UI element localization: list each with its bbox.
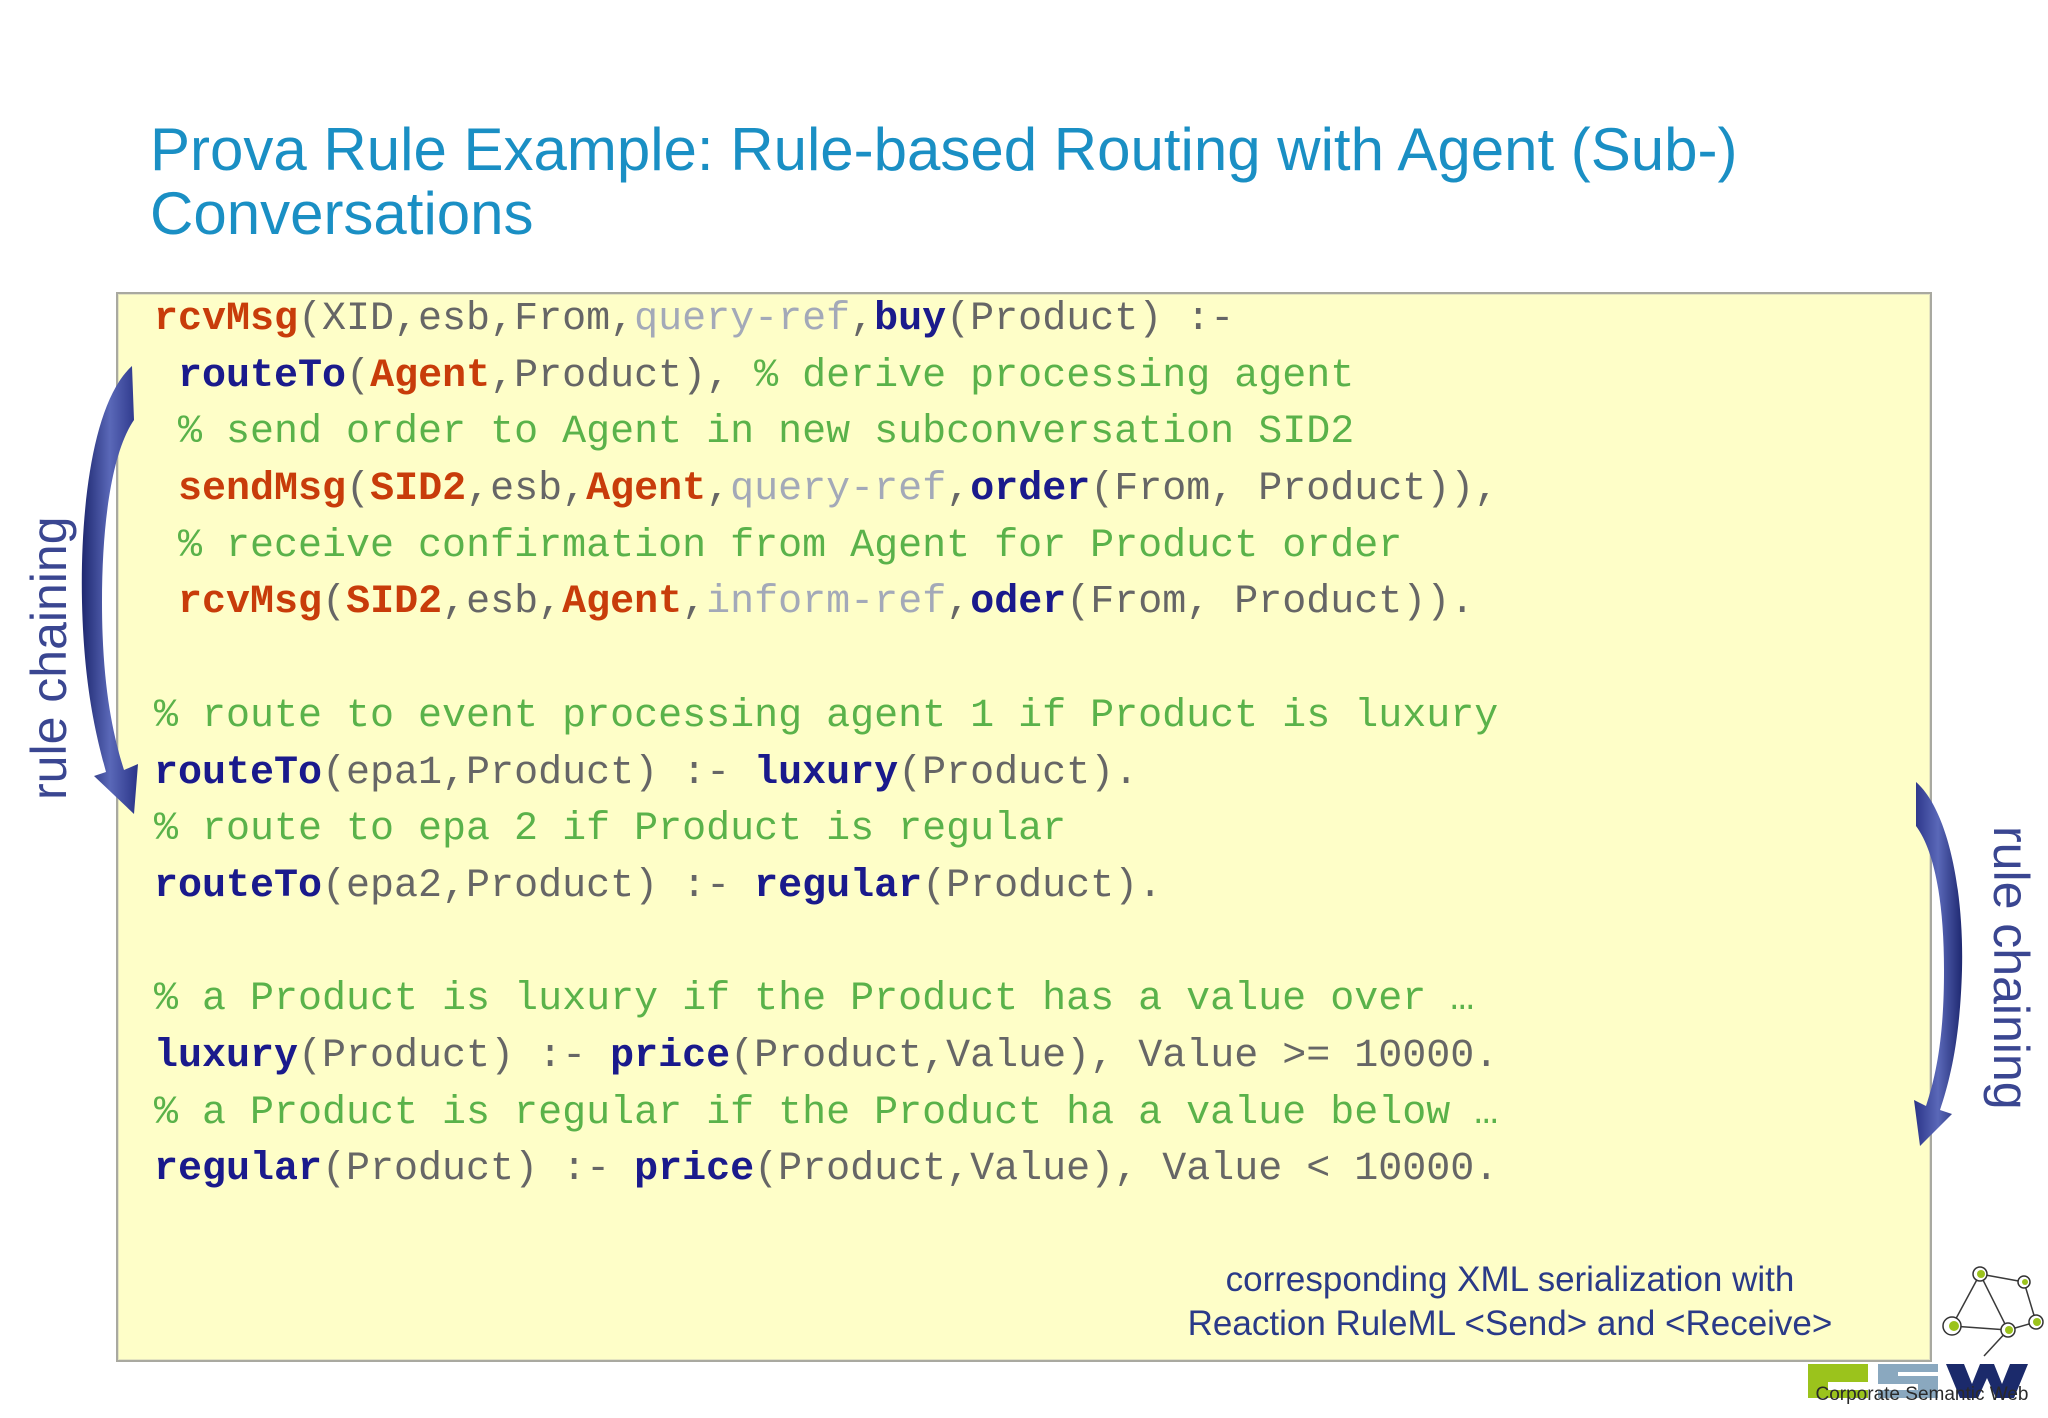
csw-logo-icon (1808, 1266, 2044, 1398)
code-token: (Product) :- (946, 297, 1235, 342)
code-line: % receive confirmation from Agent for Pr… (154, 519, 1914, 576)
code-token: (Product). (922, 863, 1163, 909)
code-token: (XID,esb,From, (298, 297, 635, 342)
code-token: ( (346, 353, 371, 399)
code-listing: rcvMsg(XID,esb,From,query-ref,buy(Produc… (154, 292, 1914, 1199)
code-line: routeTo(epa1,Product) :- luxury(Product)… (154, 746, 1914, 803)
code-token: (Product) :- (298, 1033, 611, 1079)
code-token: ,esb, (466, 467, 587, 513)
code-token: routeTo (154, 750, 323, 796)
code-line: sendMsg(SID2,esb,Agent,query-ref,order(F… (154, 462, 1914, 519)
code-token: SID2 (346, 580, 443, 626)
code-token: luxury (754, 750, 899, 796)
code-token: routeTo (154, 863, 323, 909)
code-token: price (634, 1147, 755, 1193)
code-token: sendMsg (178, 467, 347, 513)
code-token: (Product). (898, 750, 1139, 796)
code-token: (epa2,Product) :- (322, 863, 755, 909)
code-token: (Product) :- (322, 1147, 635, 1193)
code-token: regular (754, 863, 923, 909)
code-token: query-ref (730, 467, 947, 513)
code-token: % a Product is regular if the Product ha… (154, 1090, 1499, 1136)
slide-title: Prova Rule Example: Rule-based Routing w… (150, 116, 1738, 247)
code-indent (154, 354, 178, 399)
code-token: % a Product is luxury if the Product has… (154, 977, 1475, 1023)
code-indent (154, 467, 178, 512)
code-line: % a Product is luxury if the Product has… (154, 972, 1914, 1029)
code-token: ( (322, 580, 347, 626)
code-line (154, 916, 1914, 973)
footnote-line: Reaction RuleML <Send> and <Receive> (1187, 1304, 1833, 1343)
code-token: rcvMsg (178, 580, 323, 626)
code-token: Agent (586, 467, 707, 513)
code-token: luxury (154, 1033, 299, 1079)
code-token: (From, Product)), (1090, 467, 1499, 513)
code-token: regular (154, 1147, 323, 1193)
code-token: % route to epa 2 if Product is regular (154, 807, 1067, 853)
code-token: % derive processing agent (754, 353, 1355, 399)
code-token: , (706, 467, 731, 513)
code-token: % receive confirmation from Agent for Pr… (178, 523, 1403, 569)
code-token: order (970, 467, 1091, 513)
code-indent (154, 524, 178, 569)
code-token: , (946, 467, 971, 513)
footnote-line: corresponding XML serialization with (1225, 1260, 1795, 1299)
code-line: routeTo(epa2,Product) :- regular(Product… (154, 859, 1914, 916)
logo-caption: Corporate Semantic Web (1815, 1384, 2029, 1405)
code-line: luxury(Product) :- price(Product,Value),… (154, 1029, 1914, 1086)
code-indent (154, 410, 178, 455)
right-chain-label: rule chaining (1983, 826, 2039, 1110)
curved-arrow-down-icon (81, 366, 138, 814)
code-token: , (850, 297, 875, 342)
code-line: rcvMsg(XID,esb,From,query-ref,buy(Produc… (154, 292, 1914, 349)
code-token: oder (970, 580, 1067, 626)
code-token: (Product,Value), Value >= 10000. (730, 1033, 1499, 1079)
code-token: rcvMsg (154, 297, 299, 342)
code-line: % a Product is regular if the Product ha… (154, 1086, 1914, 1143)
code-line: regular(Product) :- price(Product,Value)… (154, 1142, 1914, 1199)
code-token: ,Product), (490, 353, 755, 399)
code-token: % route to event processing agent 1 if P… (154, 693, 1499, 739)
code-token: Agent (562, 580, 683, 626)
code-token: , (682, 580, 707, 626)
code-token: price (610, 1033, 731, 1079)
code-token: ( (346, 467, 371, 513)
code-token: ,esb, (442, 580, 563, 626)
code-token: buy (874, 297, 947, 342)
code-token: (From, Product)). (1066, 580, 1475, 626)
footnote: corresponding XML serialization with Rea… (1140, 1258, 1880, 1346)
code-panel (116, 292, 1932, 1362)
code-token: % send order to Agent in new subconversa… (178, 410, 1355, 456)
code-token: query-ref (634, 297, 851, 342)
code-token: , (946, 580, 971, 626)
code-token: Agent (370, 353, 491, 399)
code-token: (epa1,Product) :- (322, 750, 755, 796)
curved-arrow-down-icon (1914, 782, 1963, 1146)
code-token: (Product,Value), Value < 10000. (754, 1147, 1499, 1193)
code-token: inform-ref (706, 580, 947, 626)
code-line: % route to event processing agent 1 if P… (154, 689, 1914, 746)
code-line: rcvMsg(SID2,esb,Agent,inform-ref,oder(Fr… (154, 575, 1914, 632)
code-token: routeTo (178, 353, 347, 399)
code-token: SID2 (370, 467, 467, 513)
code-line: % route to epa 2 if Product is regular (154, 802, 1914, 859)
left-chain-label: rule chaining (21, 516, 77, 800)
code-line: routeTo(Agent,Product), % derive process… (154, 349, 1914, 406)
code-indent (154, 580, 178, 625)
code-line: % send order to Agent in new subconversa… (154, 405, 1914, 462)
code-line (154, 632, 1914, 689)
